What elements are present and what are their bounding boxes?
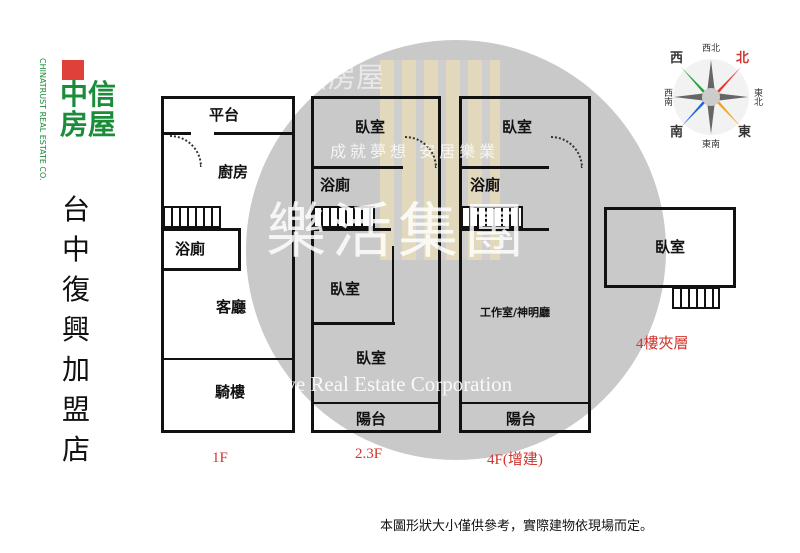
room-bathroom: 浴廁 [175, 240, 206, 258]
room-living: 客廳 [216, 298, 247, 316]
watermark-sub: 信房屋 [300, 61, 385, 94]
room-bedroom: 臥室 [502, 118, 533, 136]
compass-se: 東南 [702, 140, 721, 150]
floor-label-4f: 4F(增建) [487, 452, 543, 468]
room-balcony: 陽台 [356, 410, 387, 428]
stairs [313, 206, 375, 228]
room-bedroom: 臥室 [355, 118, 386, 136]
room-bedroom: 臥室 [330, 280, 361, 298]
floor-4f-mezzanine [604, 207, 736, 288]
stairs [461, 206, 523, 228]
compass-s: 南 [670, 125, 684, 140]
compass-ne: 東北 [752, 88, 762, 106]
room-studio-shrine: 工作室/神明廳 [480, 306, 551, 319]
room-bedroom: 臥室 [655, 238, 686, 256]
watermark-english: Love Real Estate Corporation [262, 372, 513, 396]
floor-2-3f [311, 96, 441, 433]
logo-icon [62, 60, 84, 80]
floor-label-2-3f: 2.3F [355, 446, 383, 462]
floor-4f [459, 96, 591, 433]
stairs [672, 287, 720, 309]
compass-e: 東 [738, 125, 752, 140]
floor-label-1f: 1F [212, 450, 228, 466]
floor-label-mezzanine: 4樓夾層 [636, 336, 689, 352]
room-kitchen: 廚房 [218, 163, 249, 181]
store-name: 台中復興加盟店 [61, 193, 90, 466]
watermark-main: 樂活集團 [266, 197, 530, 267]
room-bedroom: 臥室 [356, 349, 387, 367]
compass-w: 西 [670, 51, 684, 66]
compass-icon: 西北 北 西 西南 東北 南 東 東南 [662, 44, 762, 150]
watermark-slogan: 成就夢想 安居樂業 [330, 142, 500, 161]
compass-nw: 西北 [702, 44, 721, 54]
disclaimer-note: 本圖形狀大小僅供參考，實際建物依現場而定。 [380, 519, 654, 534]
logo-chinese: 中信房屋 [60, 78, 117, 141]
room-arcade: 騎樓 [215, 383, 246, 401]
logo-english: CHINATRUST REAL ESTATE CO. [38, 58, 47, 181]
room-bathroom: 浴廁 [470, 176, 501, 194]
room-bathroom: 浴廁 [320, 176, 351, 194]
room-platform: 平台 [209, 106, 240, 124]
compass-n: 北 [736, 51, 750, 66]
floor-1f [161, 96, 295, 433]
room-balcony: 陽台 [506, 410, 537, 428]
compass-sw: 西南 [662, 88, 672, 106]
stairs [163, 206, 221, 228]
